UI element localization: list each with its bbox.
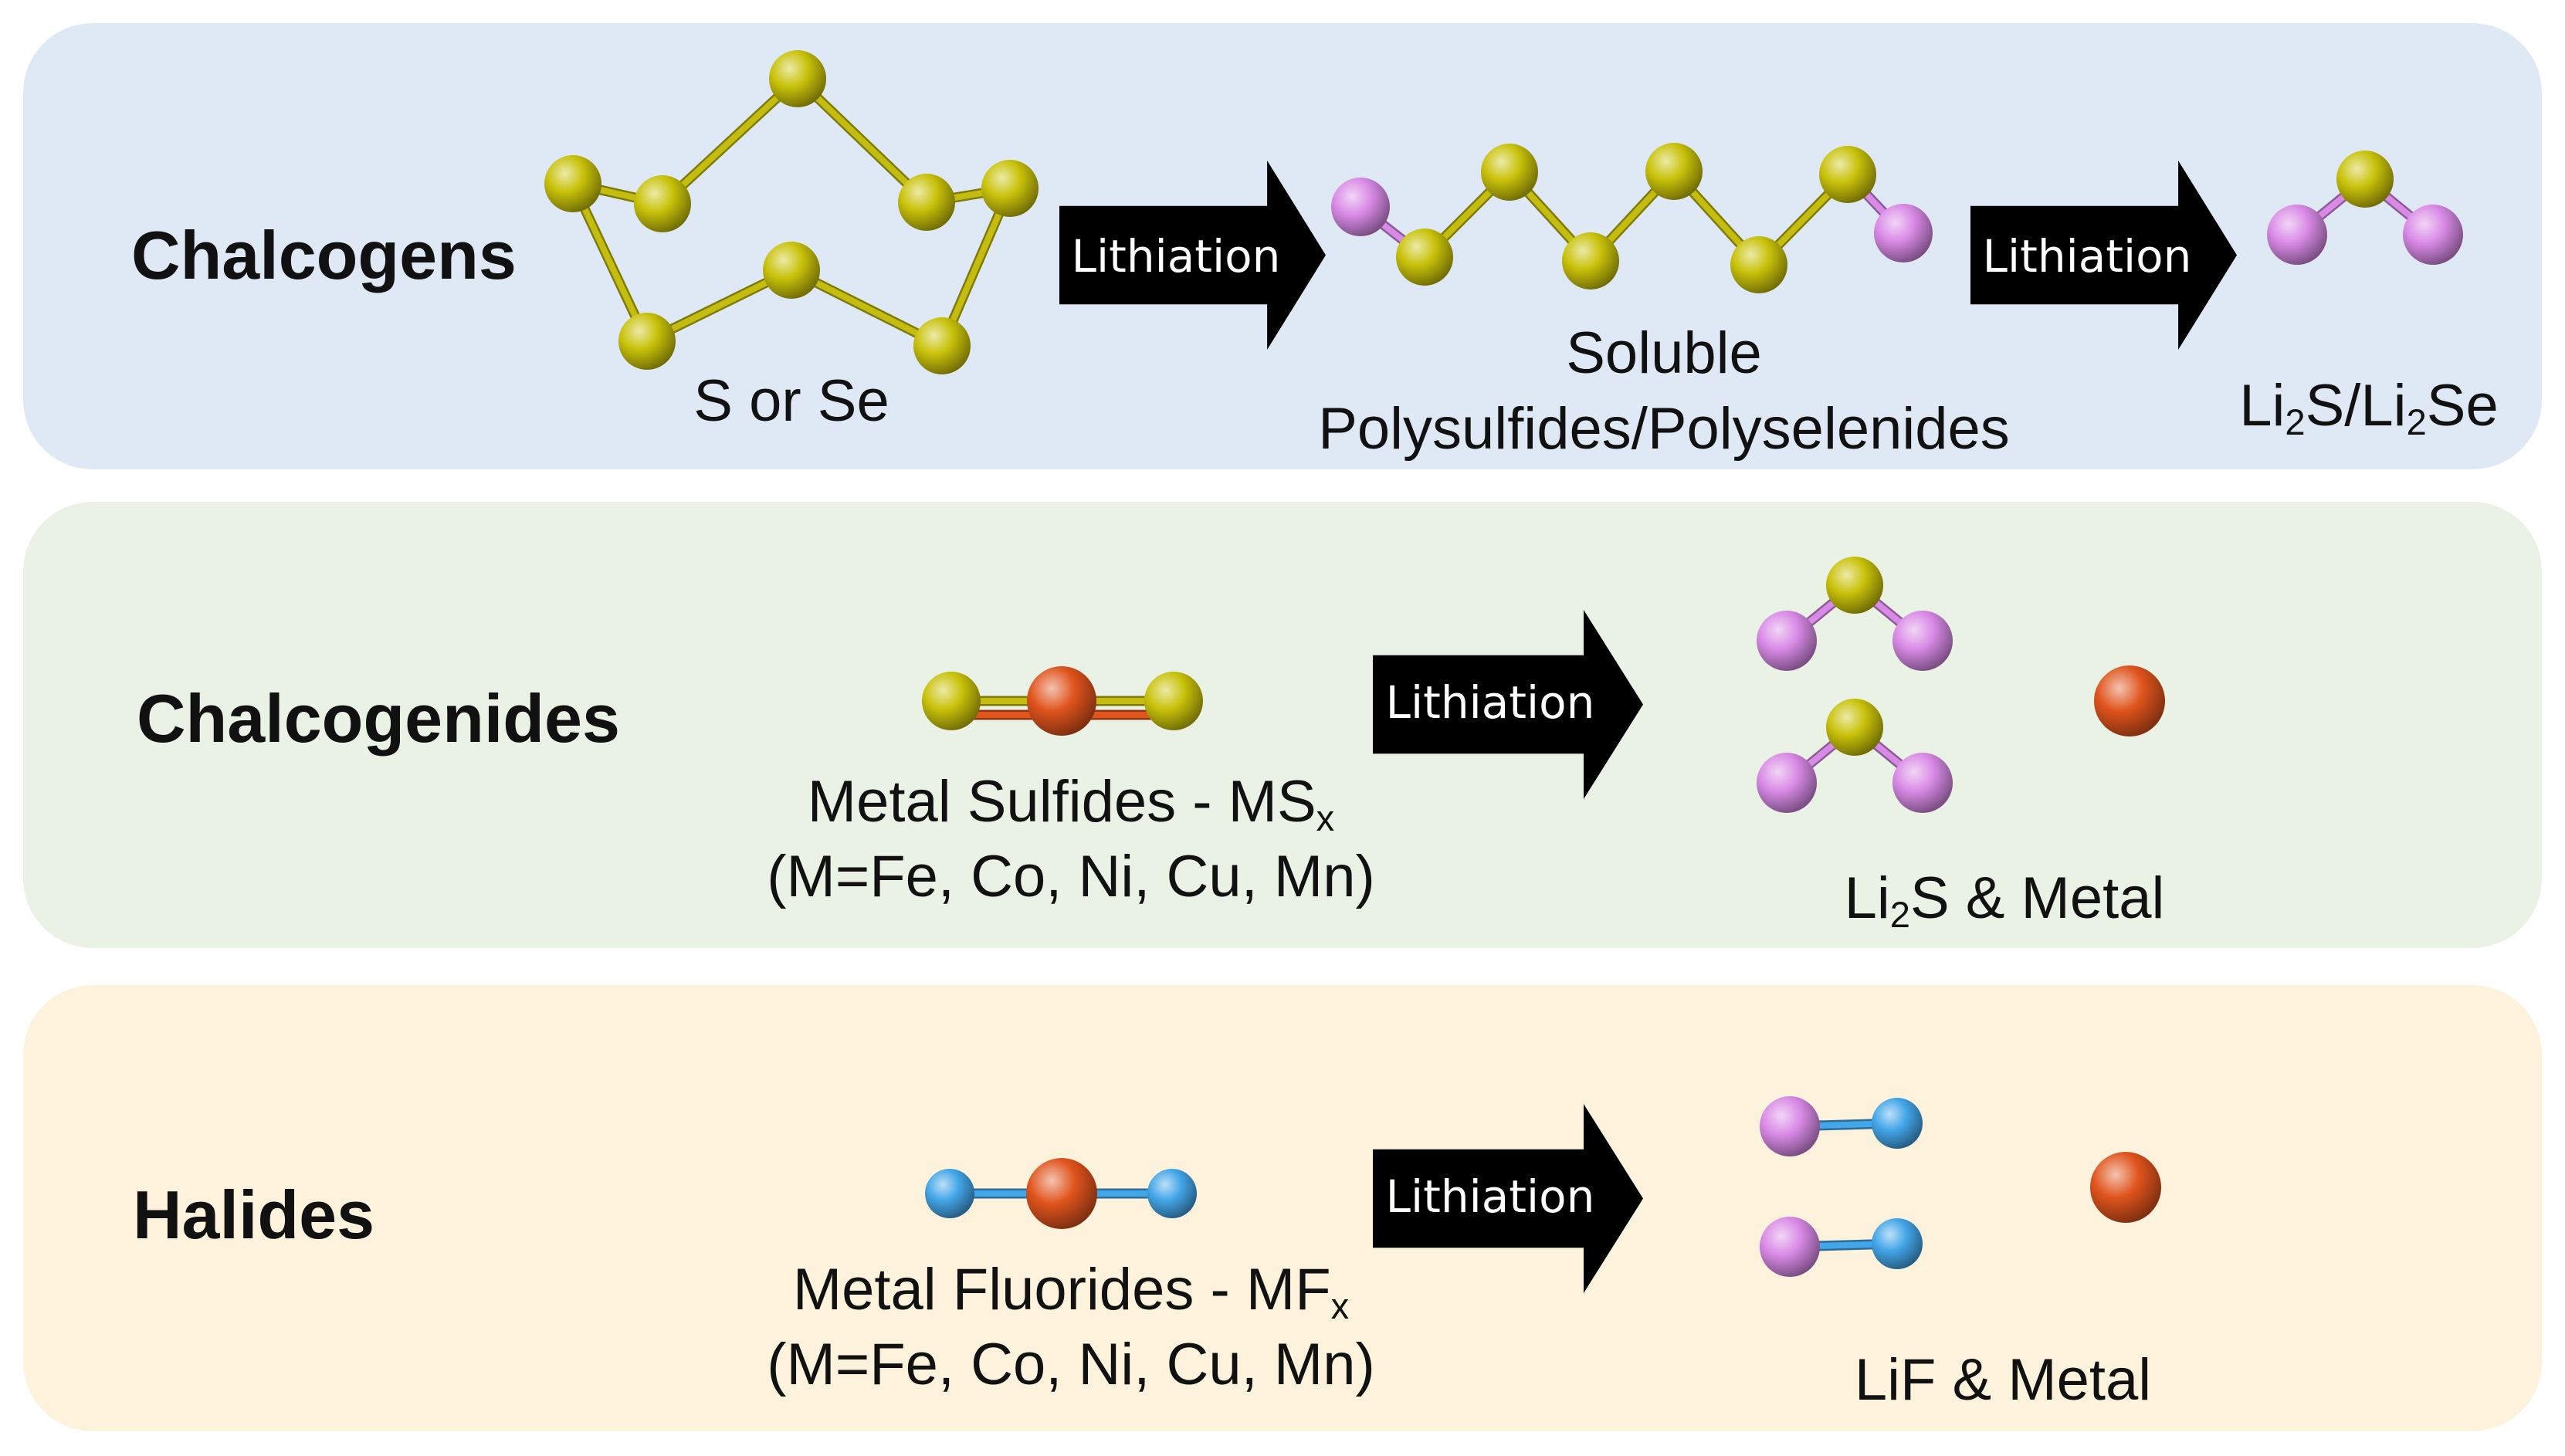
sulfur-atom-ring-0 — [769, 50, 826, 107]
lif-product-top-lithium-atom — [1760, 1096, 1820, 1156]
reaction-arrow-2 — [1373, 610, 1643, 799]
li2s-product-row2-top-lithium-atom-right — [1892, 611, 1953, 671]
lif-product-bottom-fluorine-atom — [1872, 1218, 1923, 1269]
arrow-label-1a: Lithiation — [1071, 230, 1281, 283]
lif-metal-label: LiF & Metal — [1854, 1347, 2152, 1413]
arrow-label-1b: Lithiation — [1982, 230, 2192, 283]
lithium-atom-chain-right — [1874, 204, 1933, 262]
metal-sulfides-label: Metal Sulfides - MSx — [807, 769, 1335, 838]
lif-product-bottom-lithium-atom — [1760, 1217, 1820, 1277]
ms-metal-atom — [1027, 666, 1096, 736]
sulfur-atom-ring-3 — [898, 174, 955, 231]
sulfur-atom-chain-3 — [1645, 143, 1703, 200]
metal-fluorides-label: Metal Fluorides - MFx — [792, 1257, 1350, 1326]
polysulfide-label-line1: Soluble — [1566, 320, 1762, 386]
sulfur-atom-ring-4 — [981, 160, 1039, 217]
li2s-product-row2-bottom-lithium-atom-left — [1757, 753, 1817, 813]
sulfur-atom-chain-0 — [1396, 229, 1453, 286]
sulfur-atom-chain-4 — [1730, 236, 1787, 293]
ms-sulfur-atom-right — [1144, 672, 1203, 730]
polysulfide-label-line2: Polysulfides/Polyselenides — [1318, 396, 2010, 462]
category-halides: Halides — [133, 1177, 375, 1253]
sulfur-ring-label: S or Se — [693, 368, 889, 434]
li2s-li2se-label: Li2S/Li2Se — [2239, 373, 2499, 442]
sulfur-atom-ring-1 — [544, 155, 601, 212]
li2s-product-row2-top-sulfur-atom — [1826, 557, 1883, 614]
category-chalcogenides: Chalcogenides — [137, 680, 620, 757]
reaction-arrow-1b — [1970, 161, 2237, 350]
lithium-atom-chain-left — [1331, 178, 1390, 236]
sulfur-atom-ring-2 — [634, 175, 691, 232]
sulfur-atom-chain-1 — [1481, 144, 1538, 201]
li2s-product-row2-top-lithium-atom-left — [1757, 611, 1817, 671]
ms-sulfur-atom-left — [922, 672, 981, 730]
arrow-label-3: Lithiation — [1385, 1170, 1595, 1223]
category-chalcogens: Chalcogens — [131, 217, 517, 293]
sulfur-atom-ring-5 — [763, 242, 820, 299]
panel-halides — [23, 985, 2542, 1431]
li2s-product-row1-lithium-atom-right — [2403, 205, 2463, 265]
mf-fluorine-atom-right — [1147, 1169, 1197, 1218]
li2s-metal-label: Li2S & Metal — [1844, 865, 2165, 935]
lif-product-top-fluorine-atom — [1872, 1098, 1923, 1149]
sulfur-atom-chain-5 — [1819, 146, 1876, 203]
metal-atom-row3 — [2090, 1152, 2161, 1223]
mf-metal-atom — [1026, 1158, 1097, 1229]
li2s-product-row1-lithium-atom-left — [2267, 205, 2327, 265]
metal-fluorides-examples: (M=Fe, Co, Ni, Cu, Mn) — [767, 1332, 1375, 1397]
mf-fluorine-atom-left — [925, 1169, 974, 1218]
reaction-arrow-1a — [1059, 161, 1326, 350]
sulfur-atom-ring-6 — [618, 313, 676, 370]
arrow-label-2: Lithiation — [1385, 676, 1595, 729]
sulfur-atom-chain-2 — [1562, 232, 1619, 290]
li2s-product-row2-bottom-sulfur-atom — [1826, 699, 1883, 756]
reaction-arrow-3 — [1373, 1104, 1643, 1293]
metal-sulfides-examples: (M=Fe, Co, Ni, Cu, Mn) — [767, 844, 1375, 909]
metal-atom-row2 — [2094, 665, 2165, 736]
li2s-product-row1-sulfur-atom — [2336, 151, 2394, 208]
sulfur-atom-ring-7 — [913, 317, 971, 374]
li2s-product-row2-bottom-lithium-atom-right — [1892, 753, 1953, 813]
